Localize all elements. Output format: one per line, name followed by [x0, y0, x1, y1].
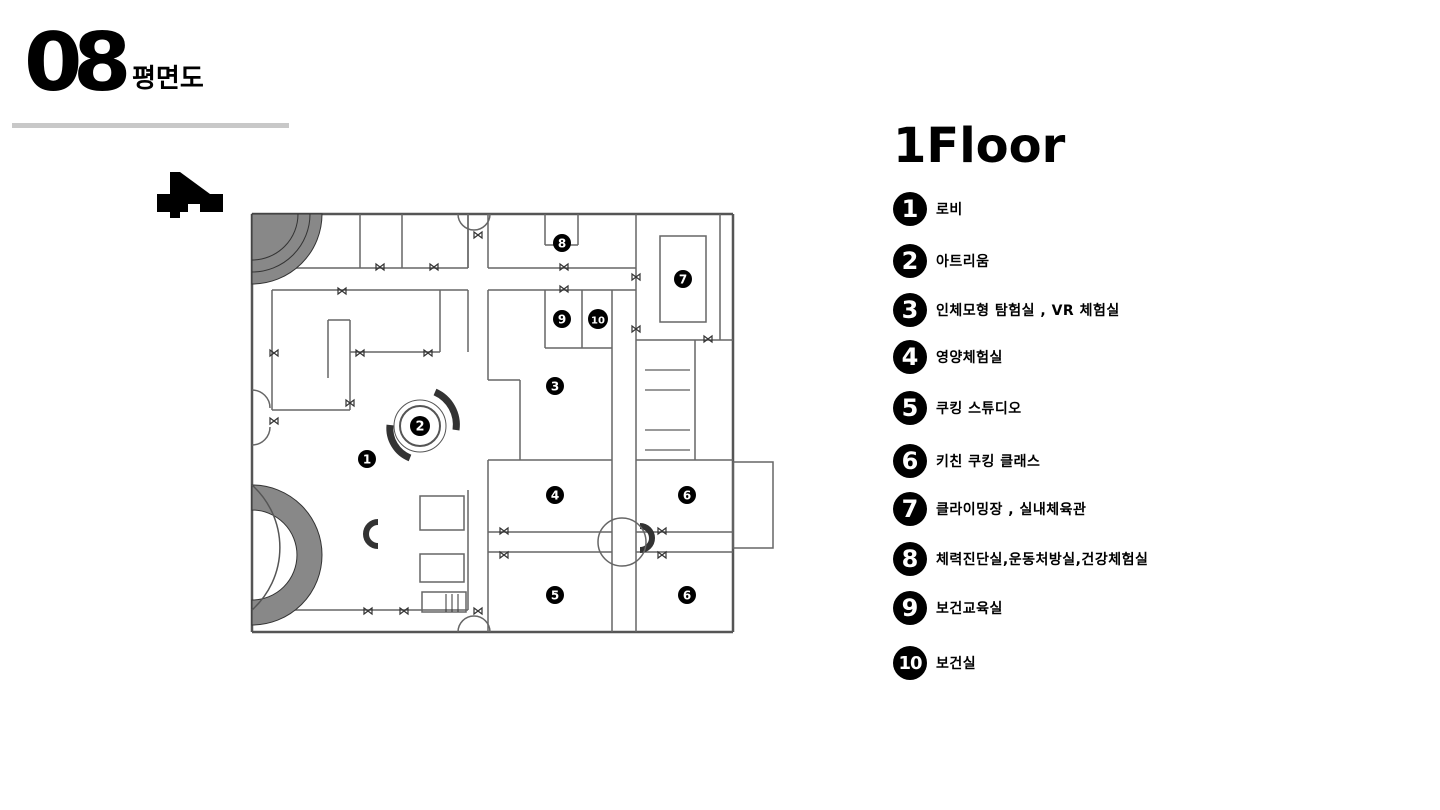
- door-swing-icon: [269, 230, 713, 616]
- plan-label-5: 5: [551, 589, 559, 603]
- legend-label: 키친 쿠킹 클래스: [936, 454, 1041, 470]
- legend-label: 인체모형 탐험실 , VR 체험실: [936, 303, 1120, 319]
- legend-item: 8 체력진단실,운동처방실,건강체험실: [893, 541, 1148, 577]
- plan-label-9: 9: [558, 313, 566, 327]
- section-number: 08: [24, 16, 131, 109]
- plan-label-10: 10: [591, 316, 605, 327]
- legend-number-badge: 5: [893, 391, 927, 425]
- plan-label-8: 8: [558, 237, 566, 251]
- legend-label: 보건교육실: [936, 601, 1003, 617]
- legend-number-badge: 4: [893, 340, 927, 374]
- legend-number-badge: 9: [893, 591, 927, 625]
- legend-label: 쿠킹 스튜디오: [936, 401, 1022, 417]
- legend-number-badge: 6: [893, 444, 927, 478]
- legend-label: 아트리움: [936, 254, 990, 270]
- legend-label: 보건실: [936, 656, 977, 672]
- legend-item: 4 영양체험실: [893, 339, 1003, 375]
- floor-title: 1Floor: [893, 118, 1066, 174]
- plan-label-2: 2: [415, 420, 424, 435]
- header-divider: [12, 123, 289, 128]
- legend-label: 클라이밍장 , 실내체육관: [936, 502, 1087, 518]
- plan-label-4: 4: [551, 489, 559, 503]
- legend-number-badge: 3: [893, 293, 927, 327]
- legend-number-badge: 7: [893, 492, 927, 526]
- legend-item: 6 키친 쿠킹 클래스: [893, 443, 1040, 479]
- plan-label-7: 7: [679, 273, 687, 287]
- legend-label: 영양체험실: [936, 350, 1003, 366]
- atrium-rotunda: [363, 388, 655, 553]
- legend-item: 5 쿠킹 스튜디오: [893, 390, 1022, 426]
- legend-item: 1 로비: [893, 191, 963, 227]
- plan-label-1: 1: [363, 453, 371, 467]
- page-title: 평면도: [132, 64, 204, 94]
- legend-number-badge: 1: [893, 192, 927, 226]
- legend-number-badge: 8: [893, 542, 927, 576]
- legend-label: 로비: [936, 202, 963, 218]
- plan-label-6b: 6: [683, 589, 691, 603]
- plan-label-6: 6: [683, 489, 691, 503]
- stair-icon: [445, 369, 690, 612]
- room-legend: 1Floor 1 로비 2 아트리움 3 인체모형 탐험실 , VR 체험실 4…: [893, 118, 1148, 680]
- legend-item: 9 보건교육실: [893, 590, 1003, 626]
- plan-label-3: 3: [551, 380, 559, 394]
- legend-item: 3 인체모형 탐험실 , VR 체험실: [893, 292, 1120, 328]
- legend-number-badge: 10: [893, 646, 927, 680]
- legend-label: 체력진단실,운동처방실,건강체험실: [936, 552, 1149, 568]
- north-arrow-icon: [157, 172, 223, 218]
- floor-plan: 1 2 3 4 5 6 6 7 8 9 10: [157, 172, 774, 634]
- legend-item: 2 아트리움: [893, 243, 990, 279]
- legend-number-badge: 2: [893, 244, 927, 278]
- legend-item: 7 클라이밍장 , 실내체육관: [893, 491, 1086, 527]
- legend-item: 10 보건실: [893, 645, 976, 681]
